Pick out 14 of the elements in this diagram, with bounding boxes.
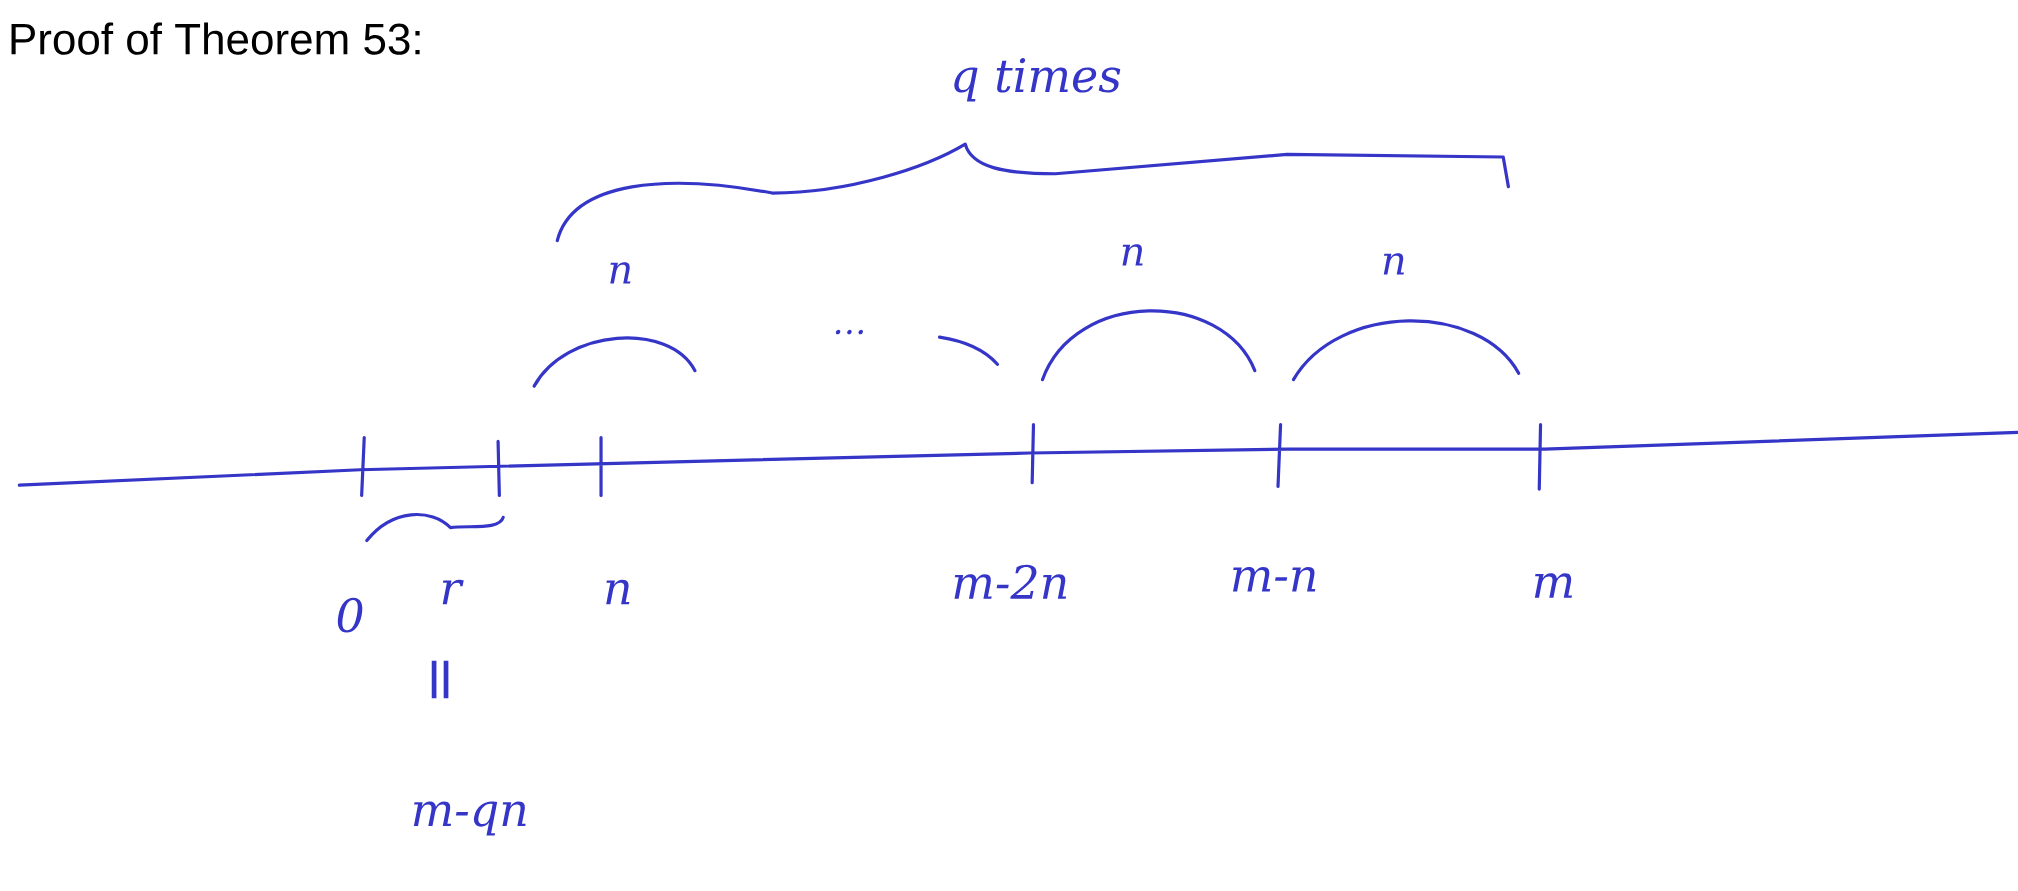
handwritten-label: q times <box>954 58 1121 102</box>
title: Proof of Theorem 53: <box>11 22 420 55</box>
handwritten-label: r <box>442 579 464 605</box>
handwritten-label: m-2n <box>954 564 1067 599</box>
handwritten-label: m <box>1534 573 1573 599</box>
handwritten-label: n <box>1122 244 1143 266</box>
handwritten-label: 0 <box>337 598 363 633</box>
handwritten-label: n <box>610 262 631 284</box>
handwritten-label: n <box>1383 253 1404 275</box>
handwritten-label: n <box>606 579 630 605</box>
ellipsis: … <box>835 330 863 335</box>
handwritten-label: m-n <box>1232 567 1316 592</box>
handwritten-label: m-qn <box>413 801 526 836</box>
handwritten-label: = <box>431 660 449 699</box>
